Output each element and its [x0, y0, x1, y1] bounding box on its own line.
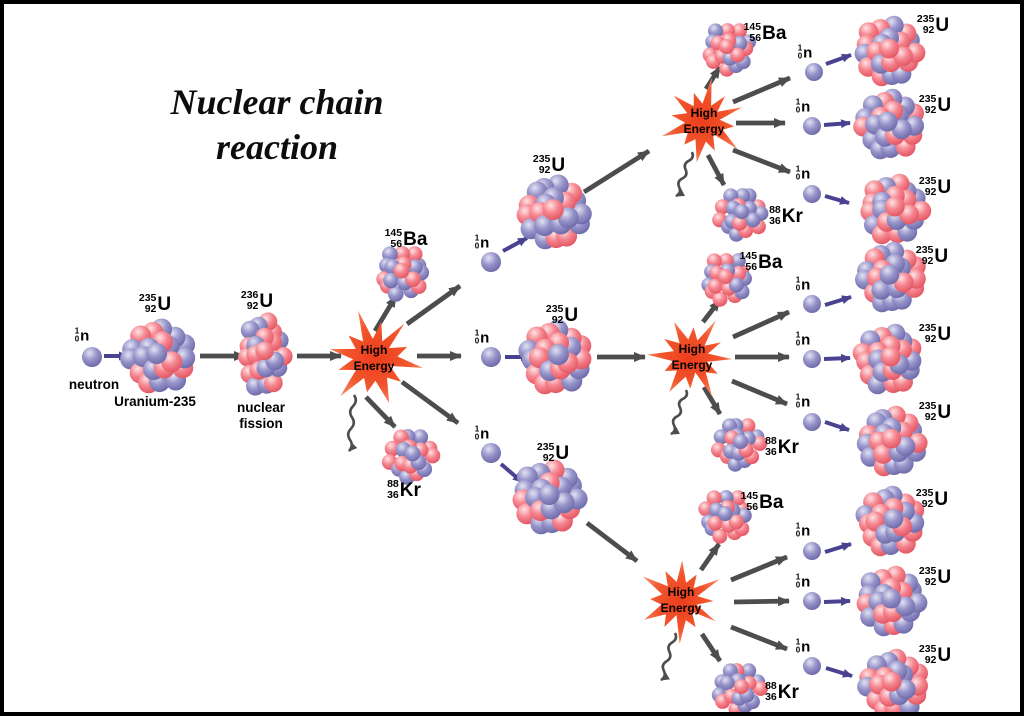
neutron-sphere-n-2m1 — [803, 295, 821, 313]
emission-arrow — [400, 380, 460, 425]
neutron-arrow — [823, 119, 851, 129]
neutron-arrow — [824, 295, 852, 307]
gamma-wavy-arrow — [675, 151, 695, 198]
nucleus-u235-bottom — [512, 459, 588, 535]
neutron-arrow — [824, 194, 850, 205]
nucleus-kr88-1 — [381, 429, 441, 485]
neutron-arrow — [825, 53, 852, 66]
emission-arrow — [585, 521, 639, 563]
nucleus-kr88-2m — [711, 418, 768, 472]
emission-arrow — [372, 294, 399, 333]
burst-label-line1: High — [691, 106, 718, 120]
nucleus-u235-mid — [518, 319, 592, 395]
neutron-arrow — [823, 596, 851, 606]
nucleus-u235-t1 — [854, 15, 926, 87]
nucleus-ba145-2t — [702, 23, 756, 77]
emission-arrow — [701, 385, 723, 416]
burst-label-line2: Energy — [661, 601, 702, 615]
neutron-arrow — [824, 542, 852, 554]
neutron-arrow — [502, 236, 528, 253]
gamma-wavy-arrow — [670, 389, 689, 436]
neutron-sphere-n-2b1 — [803, 542, 821, 560]
title-line-1: Nuclear chain — [170, 82, 384, 122]
neutron-sphere-n-2t3 — [803, 185, 821, 203]
nucleus-u235-top — [516, 174, 592, 250]
burst-label-line1: High — [668, 585, 695, 599]
title-line-2: reaction — [216, 127, 338, 167]
nucleus-ba145-2b — [698, 490, 752, 544]
emission-arrow — [703, 65, 723, 91]
nucleus-kr88-2t — [712, 188, 769, 242]
emission-arrow — [700, 632, 722, 663]
nucleus-u236-fission — [238, 312, 293, 396]
neutron-sphere-n-2t1 — [805, 63, 823, 81]
emission-arrow — [364, 395, 397, 429]
diagram-title: Nuclear chain reaction — [118, 80, 436, 170]
burst-label-line2: Energy — [354, 359, 395, 373]
nucleus-kr88-2b — [711, 663, 768, 712]
burst-label-line2: Energy — [672, 358, 713, 372]
nucleus-u235-b2 — [856, 565, 928, 637]
emission-arrow — [732, 75, 791, 105]
nucleus-u235-m2 — [852, 323, 922, 395]
gamma-wavy-arrow — [346, 394, 358, 452]
neutron-sphere-n-start — [82, 347, 102, 367]
neutron-arrow — [825, 666, 853, 678]
neutron-sphere-n-1c — [481, 443, 501, 463]
gamma-wavy-arrow — [660, 632, 678, 682]
nucleus-u235-b3 — [857, 648, 928, 712]
neutron-sphere-n-2m3 — [803, 413, 821, 431]
emission-arrow — [732, 147, 791, 175]
nucleus-ba145-2m — [701, 253, 752, 307]
burst-label-line1: High — [361, 343, 388, 357]
neutron-sphere-n-1a — [481, 252, 501, 272]
burst-star — [642, 560, 720, 644]
emission-arrow — [731, 378, 788, 407]
burst-star — [329, 310, 423, 403]
neutron-sphere-n-2m2 — [803, 350, 821, 368]
nucleus-u235-start — [120, 318, 196, 394]
emission-arrow — [732, 309, 790, 340]
emission-arrow — [405, 284, 462, 326]
nucleus-u235-t3 — [860, 173, 932, 245]
emission-arrow — [730, 554, 788, 583]
neutron-sphere-n-2b2 — [803, 592, 821, 610]
nucleus-ba145-1 — [376, 246, 430, 302]
emission-arrow — [705, 153, 727, 187]
burst-label-line1: High — [679, 342, 706, 356]
neutron-sphere-n-1b — [481, 347, 501, 367]
neutron-sphere-n-2t2 — [803, 117, 821, 135]
neutron-arrow — [823, 353, 851, 363]
nucleus-u235-m3 — [856, 405, 928, 477]
burst-star — [661, 77, 743, 163]
emission-arrow — [582, 148, 651, 195]
emission-arrow — [699, 542, 721, 572]
emission-arrow — [733, 596, 790, 607]
nucleus-u235-b1 — [855, 485, 925, 557]
neutron-arrow — [824, 420, 850, 432]
emission-arrow — [730, 624, 788, 652]
nucleus-u235-t2 — [853, 88, 924, 160]
neutron-sphere-n-2b3 — [803, 657, 821, 675]
burst-star — [647, 320, 733, 397]
nucleus-u235-m1 — [855, 241, 926, 313]
burst-label-line2: Energy — [684, 122, 725, 136]
